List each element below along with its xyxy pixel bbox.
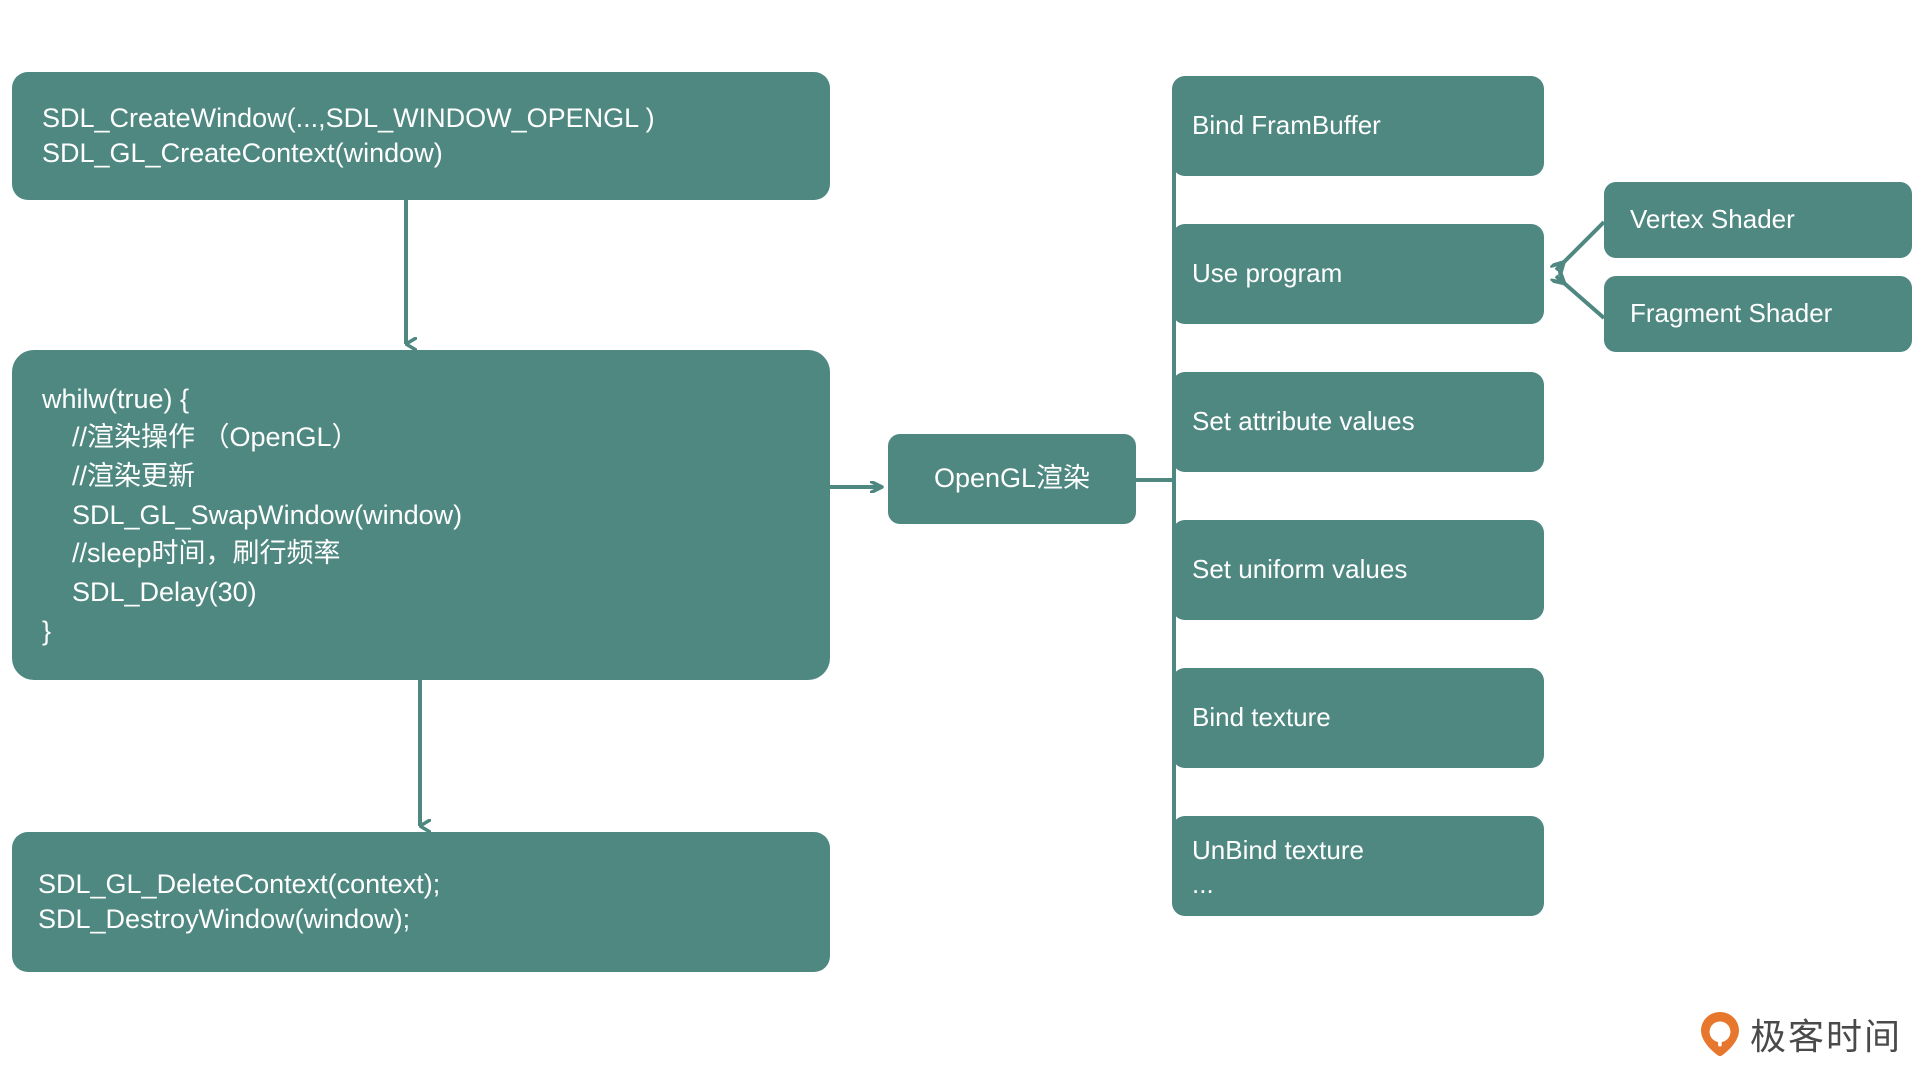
node-line: SDL_GL_DeleteContext(context);: [38, 868, 441, 899]
node-label: Fragment Shader: [1630, 298, 1833, 329]
watermark: 极客时间: [1700, 1008, 1902, 1060]
node-set-attribute-values[interactable]: Set attribute values: [1172, 372, 1544, 472]
node-bind-framebuffer[interactable]: Bind FramBuffer: [1172, 76, 1544, 176]
node-use-program[interactable]: Use program: [1172, 224, 1544, 324]
node-label: UnBind texture: [1192, 835, 1364, 866]
node-line: //sleep时间，刷行频率: [42, 538, 341, 569]
node-line: //渲染更新: [42, 461, 196, 492]
node-line: SDL_DestroyWindow(window);: [38, 904, 411, 934]
node-ellipsis: ...: [1192, 869, 1214, 899]
connector-fragment-to-useprogram: [1556, 276, 1606, 320]
node-label: Bind FramBuffer: [1192, 110, 1381, 141]
node-line: //渲染操作 （OpenGL）: [42, 422, 359, 453]
node-sdl-destroy-window[interactable]: SDL_GL_DeleteContext(context); SDL_Destr…: [12, 832, 830, 972]
node-render-loop[interactable]: whilw(true) { //渲染操作 （OpenGL） //渲染更新 SDL…: [12, 350, 830, 680]
node-line: SDL_GL_SwapWindow(window): [42, 499, 463, 530]
node-set-uniform-values[interactable]: Set uniform values: [1172, 520, 1544, 620]
node-label: OpenGL渲染: [933, 463, 1091, 494]
node-bind-texture[interactable]: Bind texture: [1172, 668, 1544, 768]
node-label: Bind texture: [1192, 702, 1331, 733]
node-line: }: [42, 615, 52, 646]
node-unbind-texture[interactable]: UnBind texture ...: [1172, 816, 1544, 916]
node-line: whilw(true) {: [42, 383, 190, 414]
node-label: Use program: [1192, 258, 1343, 289]
connector-vertex-to-useprogram: [1556, 220, 1606, 270]
node-sdl-create-window[interactable]: SDL_CreateWindow(...,SDL_WINDOW_OPENGL )…: [12, 72, 830, 200]
node-label: Set uniform values: [1192, 554, 1408, 585]
node-line: SDL_CreateWindow(...,SDL_WINDOW_OPENGL ): [42, 102, 655, 133]
node-line: SDL_GL_CreateContext(window): [42, 138, 443, 168]
node-line: SDL_Delay(30): [42, 576, 257, 607]
node-label: Set attribute values: [1192, 406, 1415, 437]
node-label: Vertex Shader: [1630, 204, 1795, 235]
node-fragment-shader[interactable]: Fragment Shader: [1604, 276, 1912, 352]
node-vertex-shader[interactable]: Vertex Shader: [1604, 182, 1912, 258]
node-opengl-render[interactable]: OpenGL渲染: [888, 434, 1136, 524]
watermark-text: 极客时间: [1749, 1017, 1902, 1058]
location-pin-icon: [1700, 1012, 1739, 1057]
